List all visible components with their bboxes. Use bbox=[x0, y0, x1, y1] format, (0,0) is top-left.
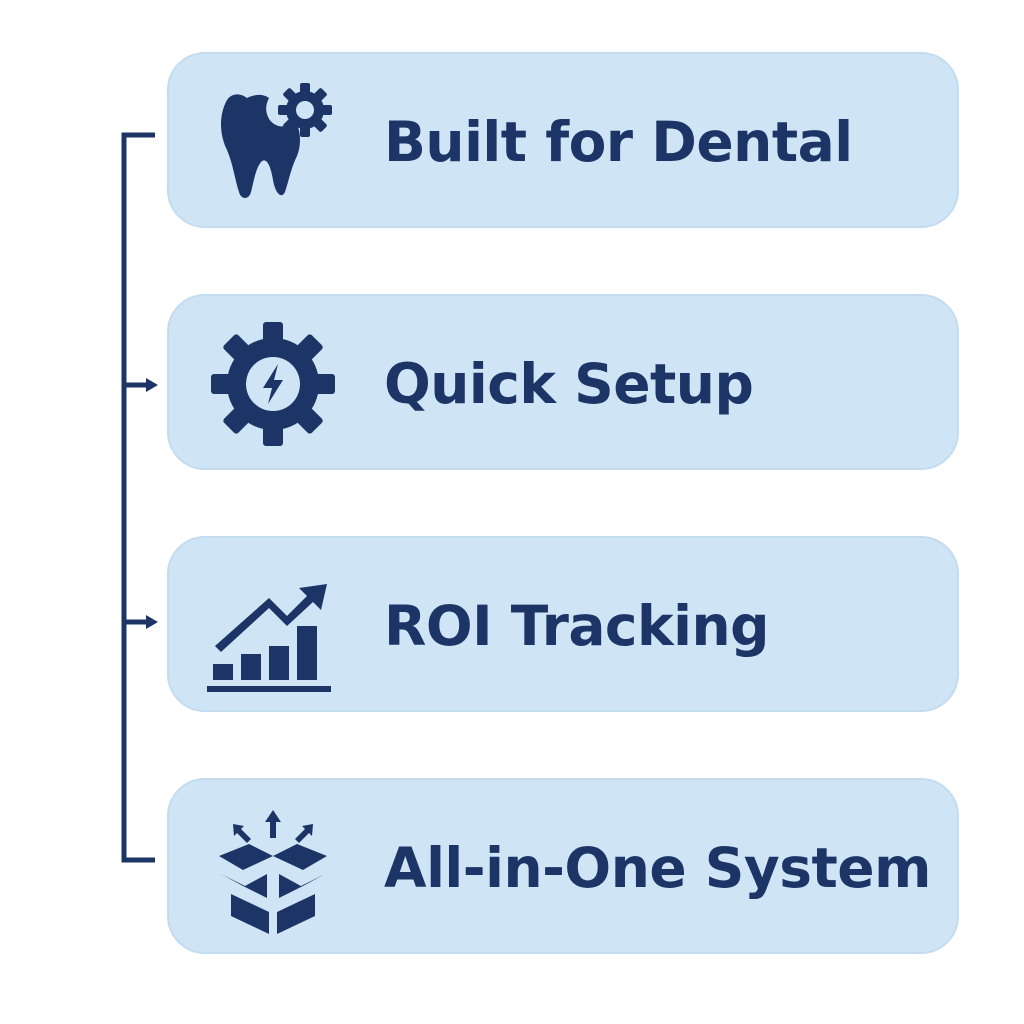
feature-card-built-for-dental: Built for Dental bbox=[167, 52, 959, 228]
feature-card-roi-tracking: ROI Tracking bbox=[167, 536, 959, 712]
bracket-line bbox=[121, 132, 155, 863]
tooth-gear-icon bbox=[207, 76, 339, 208]
feature-card-quick-setup: Quick Setup bbox=[167, 294, 959, 470]
gear-lightning-icon bbox=[207, 318, 339, 450]
feature-label-built-for-dental: Built for Dental bbox=[384, 110, 853, 174]
feature-card-all-in-one-system: All-in-One System bbox=[167, 778, 959, 954]
arrowhead-2 bbox=[146, 378, 158, 392]
growth-chart-icon bbox=[207, 560, 339, 692]
feature-label-roi-tracking: ROI Tracking bbox=[384, 594, 770, 658]
feature-label-quick-setup: Quick Setup bbox=[384, 352, 754, 416]
open-box-icon bbox=[207, 802, 339, 934]
arrowhead-3 bbox=[146, 615, 158, 629]
feature-label-all-in-one-system: All-in-One System bbox=[384, 836, 931, 900]
